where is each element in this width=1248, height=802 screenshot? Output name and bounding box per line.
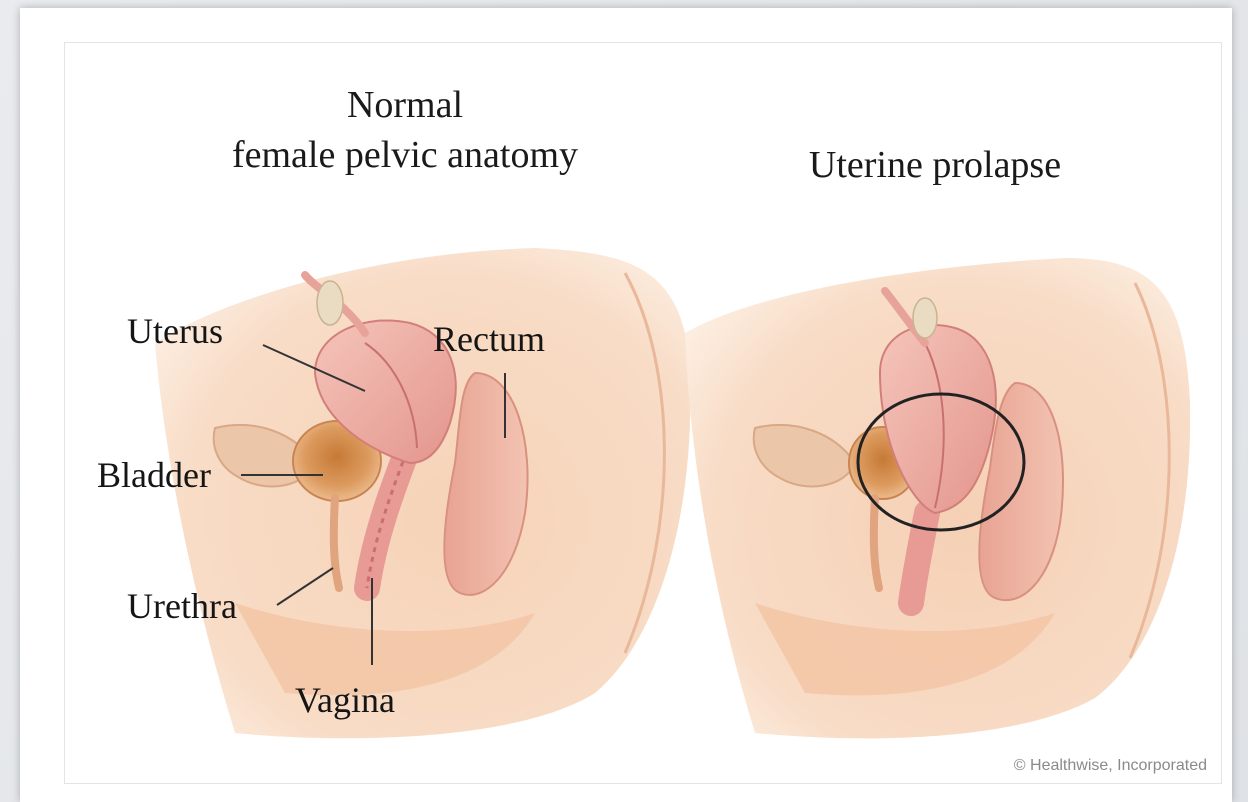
- label-bladder: Bladder: [97, 455, 211, 495]
- copyright-credit: © Healthwise, Incorporated: [1014, 757, 1207, 775]
- normal-panel-title-line2: female pelvic anatomy: [165, 133, 645, 177]
- prolapse-panel-title: Uterine prolapse: [745, 143, 1125, 187]
- figure-card: Normal female pelvic anatomy Uterine pro…: [20, 8, 1232, 802]
- label-uterus: Uterus: [127, 311, 223, 351]
- normal-anatomy-illustration: [155, 248, 690, 738]
- prolapse-anatomy-illustration: [685, 258, 1190, 738]
- label-urethra: Urethra: [127, 586, 237, 626]
- normal-panel-title-line1: Normal: [265, 83, 545, 127]
- anatomy-figure: Normal female pelvic anatomy Uterine pro…: [64, 42, 1222, 784]
- left-ovary: [317, 281, 343, 325]
- right-ovary: [913, 298, 937, 338]
- label-vagina: Vagina: [295, 680, 395, 720]
- label-rectum: Rectum: [433, 319, 545, 359]
